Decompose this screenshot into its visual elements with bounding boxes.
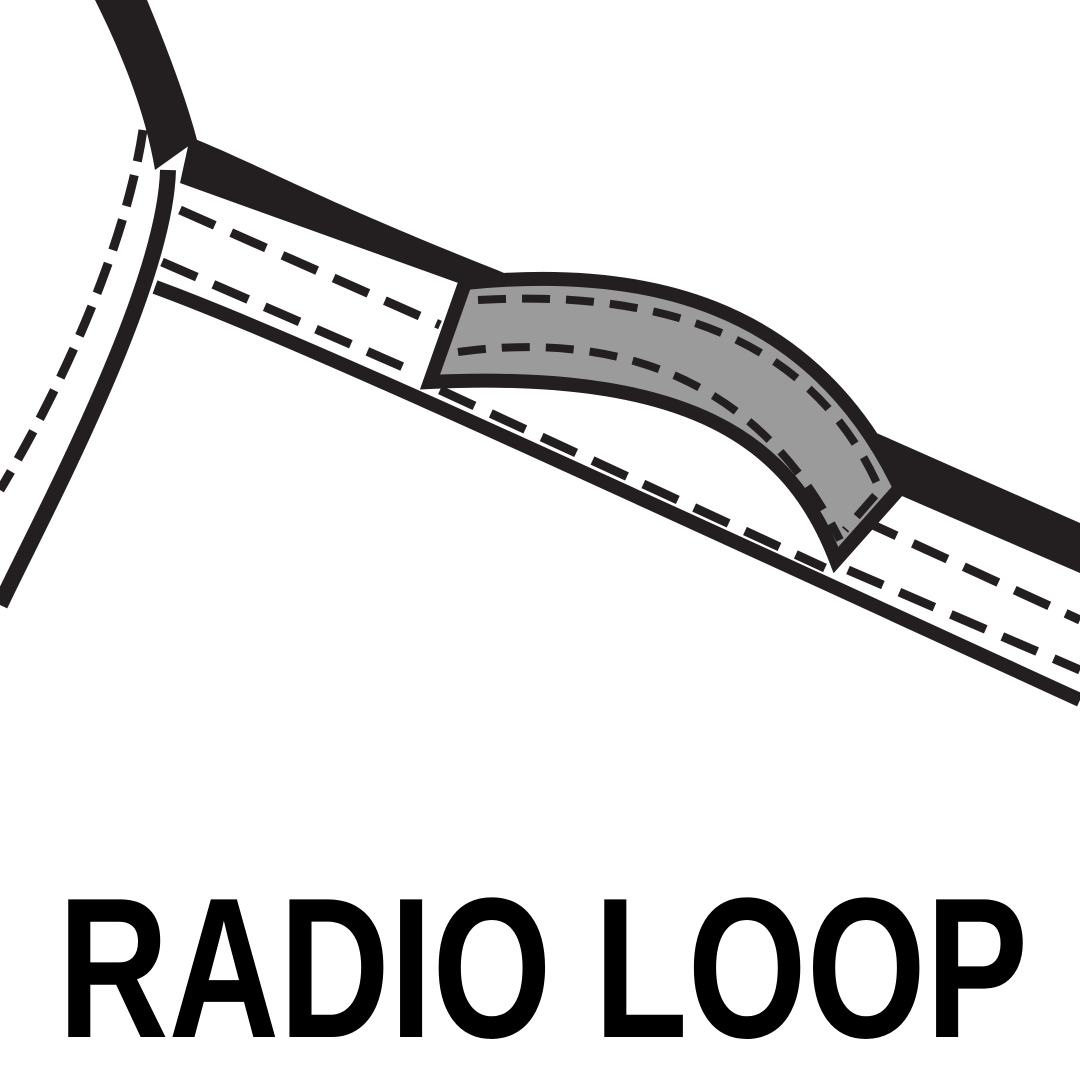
radio-loop-dashed-inner xyxy=(457,343,844,542)
main-road-dashed-line-upper xyxy=(178,205,442,330)
road-illustration xyxy=(0,0,1080,707)
side-road-dashed-line xyxy=(0,129,148,493)
side-road-thick-edge xyxy=(95,0,197,170)
main-road-bottom-edge xyxy=(152,280,1080,707)
main-road-dashed-line-middle xyxy=(160,257,827,573)
main-road-dashed-line-right-upper xyxy=(860,515,1080,625)
main-road-dashed-line-right-lower xyxy=(846,565,1080,675)
title-label: RADIO LOOP xyxy=(58,857,1028,1080)
side-road-right-edge xyxy=(0,169,176,609)
